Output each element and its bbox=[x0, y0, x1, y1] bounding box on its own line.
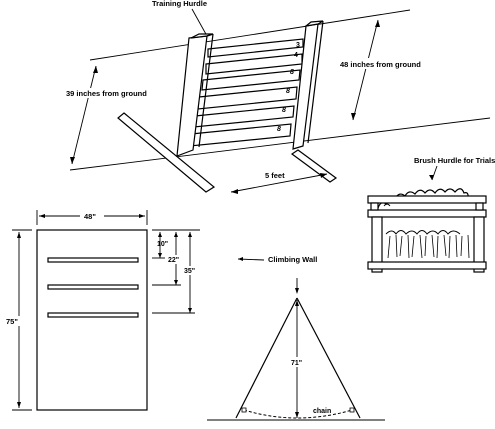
dim-10-label: 10" bbox=[157, 241, 168, 248]
wall-cleat bbox=[47, 257, 139, 263]
slot-mark: 8 bbox=[277, 126, 281, 133]
dim-width-label: 48" bbox=[84, 212, 96, 221]
dim-48-arrow bbox=[352, 19, 379, 121]
brush-fill bbox=[385, 230, 461, 235]
brush-rail-top bbox=[367, 195, 487, 204]
slot-mark: 8 bbox=[286, 88, 290, 95]
dim-35-label: 35" bbox=[184, 268, 195, 275]
slot-mark: 8 bbox=[282, 107, 286, 114]
hurdle-slat bbox=[193, 105, 295, 128]
wall-leg-left bbox=[235, 297, 298, 419]
hurdle-slats bbox=[189, 38, 304, 147]
dim-71-label: 71" bbox=[291, 360, 302, 367]
climbing-wall-title: Climbing Wall bbox=[268, 255, 317, 264]
ground-guide-bottom bbox=[69, 117, 491, 171]
chain-line bbox=[243, 409, 353, 419]
brush-rail-bottom bbox=[367, 261, 487, 270]
hurdle-left-upright-side bbox=[198, 33, 214, 148]
wall-cleat bbox=[47, 284, 139, 290]
wall-leg-right bbox=[296, 297, 361, 419]
training-hurdle-title: Training Hurdle bbox=[152, 0, 207, 8]
dim-5ft-label: 5 feet bbox=[265, 171, 285, 180]
slot-marks: 3 4 8 8 8 8 bbox=[277, 42, 300, 133]
ground-guide-top bbox=[89, 9, 411, 61]
title-leader bbox=[191, 8, 208, 37]
hurdle-slat bbox=[207, 38, 304, 58]
dim-39-label: 39 inches from ground bbox=[66, 89, 147, 98]
dim-22-label: 22" bbox=[168, 257, 179, 264]
hurdle-right-upright-side bbox=[307, 20, 324, 144]
hurdle-front-foot bbox=[117, 112, 216, 193]
wall-cleat bbox=[47, 312, 139, 318]
brush-hurdle-title: Brush Hurdle for Trials bbox=[414, 156, 495, 165]
hurdle-slat bbox=[201, 69, 301, 91]
training-hurdle-illustration: Training Hurdle 3 4 8 8 8 bbox=[64, 0, 491, 194]
slot-mark: 8 bbox=[290, 69, 294, 76]
brush-post-left bbox=[371, 216, 383, 273]
brush-hurdle-illustration: Brush Hurdle for Trials bbox=[367, 156, 495, 273]
hurdle-slat bbox=[197, 86, 298, 110]
dim-48-label: 48 inches from ground bbox=[340, 60, 421, 69]
dim-height-label: 75" bbox=[6, 317, 18, 326]
climbing-wall-side-view: Climbing Wall 71" chain bbox=[207, 255, 385, 421]
hurdle-slat bbox=[189, 123, 292, 147]
dim-39-arrow bbox=[71, 65, 97, 165]
slot-mark: 3 bbox=[296, 42, 300, 49]
brush-rail-mid bbox=[367, 209, 487, 218]
hurdle-back-foot bbox=[290, 149, 338, 183]
brush-post-right bbox=[473, 216, 485, 273]
dim-5ft-arrow bbox=[230, 173, 328, 193]
climbing-wall-board: 48" 75" 10" 22" 35" bbox=[6, 210, 200, 411]
wall-board bbox=[36, 229, 148, 411]
chain-label: chain bbox=[313, 408, 331, 415]
slot-mark: 4 bbox=[294, 52, 298, 59]
